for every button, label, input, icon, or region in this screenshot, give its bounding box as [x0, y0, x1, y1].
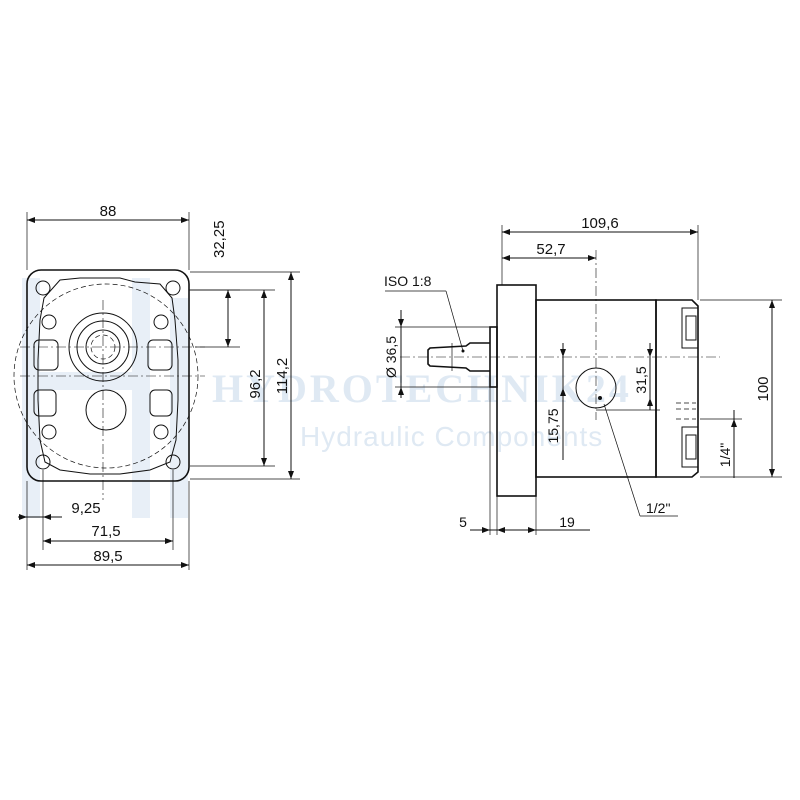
label-taper: ISO 1:8: [384, 273, 432, 289]
dim-port-offset: 31,5: [633, 366, 649, 393]
dim-bolt-spacing: 71,5: [91, 523, 120, 540]
dim-total-height: 114,2: [274, 358, 291, 394]
dim-left-offset: 9,25: [71, 500, 100, 517]
watermark-logo: [22, 278, 188, 518]
dim-total-length: 109,6: [581, 215, 619, 232]
front-view-outline: [13, 269, 205, 500]
dim-shaft-length: 19: [559, 514, 575, 530]
dim-body-height: 100: [755, 376, 772, 401]
dim-port-height: 15,75: [545, 408, 561, 443]
dim-total-width: 89,5: [93, 548, 122, 565]
side-view-outline: [400, 250, 720, 497]
dim-port-position: 52,7: [536, 241, 565, 258]
watermark-brand: HYDROTECHNIK24: [212, 366, 632, 411]
dim-shaft-diameter: Ø 36,5: [383, 336, 399, 378]
watermark-tagline: Hydraulic Components: [300, 421, 603, 452]
dim-top-offset: 32,25: [211, 220, 228, 258]
label-port-thread: 1/2": [646, 500, 670, 516]
front-view-dimensions: 88 32,25 96,2 114,2 9,25 71,5: [18, 203, 300, 570]
dim-flange-thickness: 5: [459, 514, 467, 530]
dim-drain-thread: 1/4": [717, 443, 733, 467]
watermark: HYDROTECHNIK24 Hydraulic Components: [22, 278, 632, 518]
dim-center-height: 96,2: [247, 369, 264, 398]
dim-width-top: 88: [100, 203, 117, 220]
side-view-dimensions: 109,6 52,7 ISO 1:8 Ø 36,5 31,5 15,75 100: [383, 215, 782, 535]
